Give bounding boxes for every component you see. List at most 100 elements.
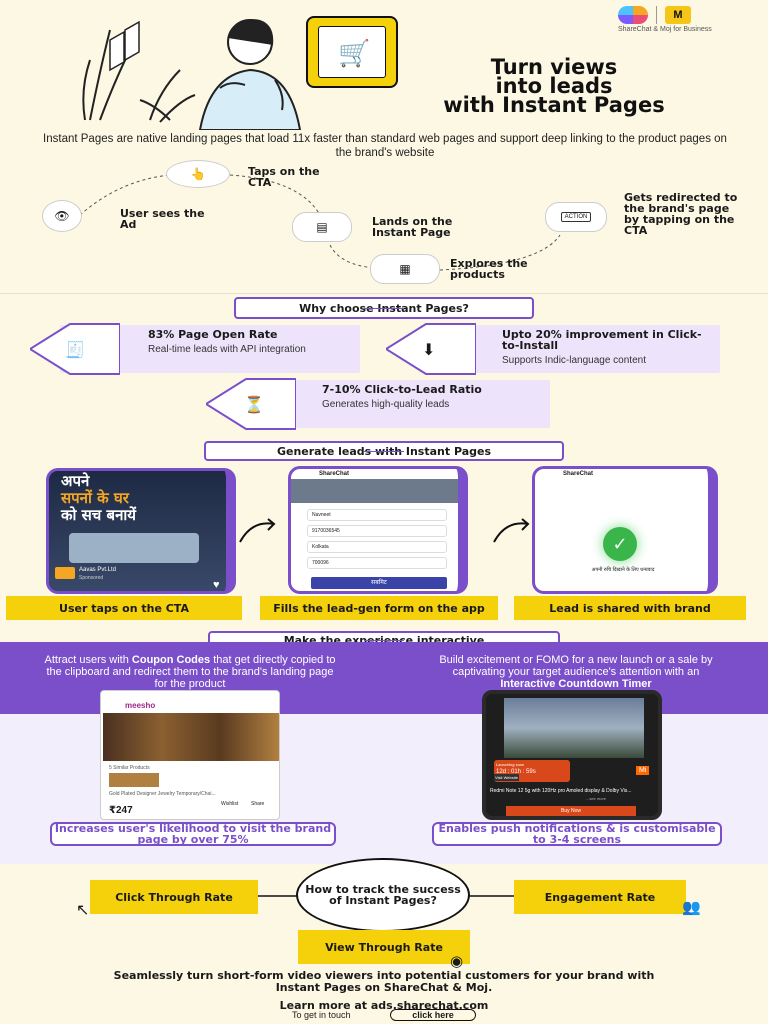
benefit-countdown: Enables push notifications & is customis… — [432, 822, 722, 846]
phone-cart-illustration: 🛒 — [306, 16, 398, 88]
ad-sponsored-label: Sponsored — [79, 575, 104, 581]
logo-divider — [656, 6, 657, 24]
stat-arrow-click-lead — [206, 378, 296, 430]
title-line-1: Turn views — [490, 55, 618, 79]
metric-engagement-rate: Engagement Rate — [514, 880, 686, 914]
city-field-value: Kolkata — [312, 544, 329, 550]
brand-logo: M ShareChat & Moj for Business — [618, 6, 763, 42]
ad-headline-line-2: सपनों के घर — [61, 489, 129, 507]
coupon-text-bold: Coupon Codes — [131, 654, 211, 666]
countdown-text-pre: Build excitement or FOMO for a new launc… — [439, 654, 713, 678]
mi-logo: Mi — [636, 766, 650, 775]
stat-arrow-open-rate — [30, 323, 120, 375]
action-button-icon: ACTION — [545, 202, 607, 232]
sharechat-logo-icon — [618, 6, 648, 24]
stat-subtitle: Supports Indic-language content — [502, 355, 646, 366]
curved-arrow-icon — [493, 518, 530, 543]
users-icon: 👥 — [682, 899, 701, 916]
hero-illustration — [82, 19, 302, 130]
title-line-2: into leads — [495, 74, 613, 98]
redmi-countdown-preview[interactable]: Launching soon 12d : 01h : 59s Visit Web… — [482, 690, 662, 820]
eye-icon: 👁 — [42, 200, 82, 232]
redmi-product-name: Redmi Note 12 5g with 120Hz pro Amoled d… — [490, 788, 632, 794]
flow-step-taps-cta: Taps on the CTA — [248, 165, 320, 189]
landing-page-icon: ▤ — [292, 212, 352, 242]
caption-fills-form: Fills the lead-gen form on the app — [260, 596, 498, 620]
intro-text: Instant Pages are native landing pages t… — [43, 133, 727, 159]
hero-section: 🛒 M ShareChat & Moj for Business Turn vi… — [0, 0, 768, 130]
thanks-message: अपनी रुचि दिखाने के लिए धन्यवाद — [591, 567, 655, 573]
flow-step-redirected: Gets redirected to the brand's page by t… — [624, 191, 738, 237]
visit-website-button[interactable]: Visit Website — [494, 774, 519, 781]
stat-title: Upto 20% improvement in Click-to-Install — [502, 328, 702, 352]
phone-lead-form[interactable]: ShareChat Navneet 9170036545 Kolkata 700… — [288, 466, 468, 594]
ad-headline-line-1: अपने — [61, 472, 90, 490]
phone-thank-you: ShareChat ✓ अपनी रुचि दिखाने के लिए धन्य… — [532, 466, 718, 594]
product-name: Gold Plated Designer Jewelry Temporary/C… — [109, 791, 216, 797]
pin-field[interactable]: 700096 — [307, 557, 447, 569]
product-price: ₹247 — [109, 805, 133, 816]
cursor-click-icon: ↖ — [76, 902, 90, 919]
stat-text-open-rate: 83% Page Open Rate Real-time leads with … — [148, 329, 348, 355]
jewelry-image — [103, 713, 279, 761]
flow-step-lands: Lands on the Instant Page — [372, 215, 453, 239]
metrics-question: How to track the success of Instant Page… — [296, 858, 470, 932]
tap-icon: 👆 — [166, 160, 230, 188]
stat-arrow-click-install — [386, 323, 476, 375]
similar-thumbs[interactable] — [109, 773, 159, 787]
caption-user-taps: User taps on the CTA — [6, 596, 242, 620]
timer-value: 12d : 01h : 59s — [496, 769, 536, 775]
phone-ad-preview[interactable]: अपने सपनों के घर को सच बनायें Aavas Pvt.… — [46, 468, 236, 594]
wishlist-button[interactable]: Wishlist — [221, 801, 239, 807]
see-more-link[interactable]: ...see more — [586, 796, 607, 801]
eye-icon: ◉ — [450, 953, 464, 970]
meesho-product-preview[interactable]: meesho 5 Similar Products Gold Plated De… — [100, 690, 280, 820]
form-banner-image — [291, 479, 458, 503]
caption-lead-shared: Lead is shared with brand — [514, 596, 746, 620]
coupon-text-pre: Attract users with — [44, 654, 132, 666]
thanks-app-name: ShareChat — [563, 471, 594, 477]
form-app-name: ShareChat — [319, 471, 350, 477]
countdown-text-bold: Interactive Countdown Timer — [500, 678, 652, 690]
phone-field[interactable]: 9170036545 — [307, 525, 447, 537]
phone-field-value: 9170036545 — [312, 528, 340, 534]
form-icon: 🧾 — [65, 342, 85, 359]
stat-text-click-lead: 7-10% Click-to-Lead Ratio Generates high… — [322, 384, 532, 410]
countdown-description: Build excitement or FOMO for a new launc… — [426, 654, 726, 690]
submit-button[interactable]: सबमिट — [311, 577, 447, 589]
flow-path — [79, 174, 561, 271]
learn-more-link[interactable]: Learn more at ads.sharechat.com — [279, 999, 489, 1012]
heart-icon[interactable]: ♥ — [213, 579, 220, 591]
mountain-video — [504, 698, 644, 758]
moj-logo-icon: M — [665, 6, 691, 24]
ad-brand-name: Aavas Pvt.Ltd — [79, 567, 117, 573]
share-button[interactable]: Share — [251, 801, 265, 807]
stat-text-click-install: Upto 20% improvement in Click-to-Install… — [502, 329, 717, 366]
curved-arrow-icon — [239, 518, 276, 543]
buy-now-button[interactable]: Buy Now — [506, 806, 636, 816]
coupon-text-post: that get directly copied to the clipboar… — [46, 654, 336, 690]
title-line-3: with Instant Pages — [443, 93, 665, 117]
metric-click-through-rate: Click Through Rate — [90, 880, 258, 914]
download-icon: ⬇ — [422, 342, 436, 359]
coupon-description: Attract users with Coupon Codes that get… — [40, 654, 340, 690]
get-in-touch-label: To get in touch — [292, 1010, 351, 1020]
why-heading: Why choose Instant Pages? — [234, 297, 534, 319]
name-field[interactable]: Navneet — [307, 509, 447, 521]
funnel-icon: ⏳ — [244, 397, 264, 414]
generate-heading: Generate leads with Instant Pages — [204, 441, 564, 461]
ad-brand-logo — [55, 567, 75, 579]
footer-tagline: Seamlessly turn short-form video viewers… — [113, 969, 655, 994]
launch-label: Launching soon — [496, 762, 525, 767]
similar-products-label: 5 Similar Products — [109, 765, 150, 771]
stat-subtitle: Generates high-quality leads — [322, 399, 450, 410]
stat-subtitle: Real-time leads with API integration — [148, 344, 306, 355]
flow-step-sees-ad: User sees the Ad — [120, 207, 205, 231]
city-field[interactable]: Kolkata — [307, 541, 447, 553]
click-here-button[interactable]: click here — [390, 1009, 476, 1021]
brand-logo-text: ShareChat & Moj for Business — [618, 26, 712, 33]
section-divider — [0, 293, 768, 294]
metric-view-through-rate: View Through Rate — [298, 930, 470, 964]
stat-title: 7-10% Click-to-Lead Ratio — [322, 383, 482, 396]
pin-field-value: 700096 — [312, 560, 329, 566]
